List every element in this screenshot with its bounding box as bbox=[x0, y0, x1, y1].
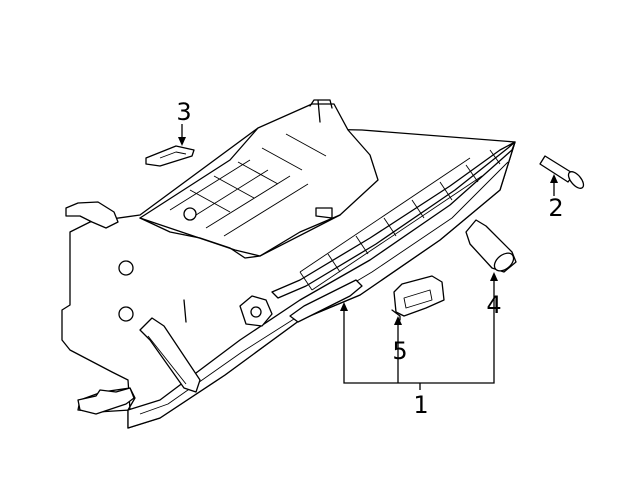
tray-hole bbox=[183, 207, 197, 221]
boss-hole bbox=[250, 306, 262, 318]
glove-box-assembly bbox=[61, 99, 516, 429]
door-handle-recess bbox=[289, 279, 363, 323]
leader-1 bbox=[343, 280, 495, 390]
door-front-panel bbox=[127, 141, 516, 429]
tray-knob bbox=[315, 207, 333, 219]
leader-lines bbox=[178, 124, 558, 390]
arrow-1b bbox=[394, 316, 402, 325]
part-5-lamp bbox=[391, 275, 445, 321]
part-3-clip bbox=[145, 145, 195, 167]
arrow-2 bbox=[550, 174, 558, 183]
hinge-arm bbox=[139, 317, 201, 393]
side-slot bbox=[183, 299, 187, 323]
callout-1: 1 bbox=[413, 391, 429, 419]
arrow-1a bbox=[340, 302, 348, 311]
left-mount-bracket bbox=[65, 201, 119, 229]
part-2-pin bbox=[539, 155, 585, 189]
lamp-housing bbox=[393, 275, 445, 317]
callout-3: 3 bbox=[176, 98, 192, 126]
clip-detail bbox=[159, 151, 187, 159]
arrow-1c bbox=[490, 272, 498, 281]
pin-head bbox=[567, 171, 585, 189]
glove-box-top-rim bbox=[271, 141, 516, 299]
callout-2: 2 bbox=[548, 194, 564, 222]
upper-tray-top-clip bbox=[309, 99, 333, 123]
side-hole-upper bbox=[118, 260, 134, 276]
arrow-3 bbox=[178, 137, 186, 146]
bottom-left-tab bbox=[77, 387, 135, 415]
lamp-tab bbox=[391, 309, 401, 321]
callout-4: 4 bbox=[486, 291, 502, 319]
upper-tray-front bbox=[139, 214, 341, 257]
upper-tray-grid bbox=[169, 133, 327, 237]
lamp-lens bbox=[403, 289, 433, 309]
switch-face bbox=[493, 252, 515, 272]
callout-5: 5 bbox=[392, 337, 408, 365]
clip-body bbox=[145, 145, 195, 167]
inner-ribs bbox=[299, 149, 501, 291]
hinge-arm-inner bbox=[147, 335, 187, 385]
part-4-switch bbox=[465, 219, 517, 273]
side-hole-lower bbox=[118, 306, 134, 322]
